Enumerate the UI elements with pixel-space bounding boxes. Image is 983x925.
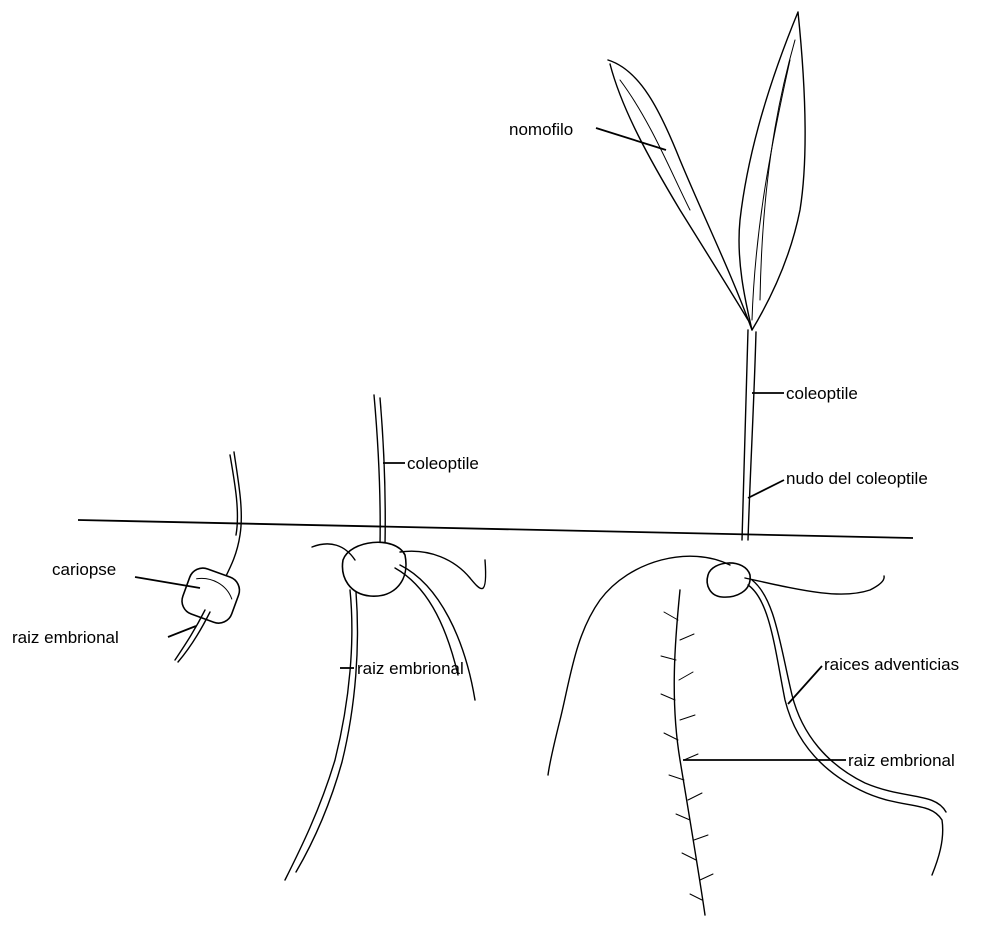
seedling-3-stem-edge [748, 332, 756, 540]
label-coleoptile-3: coleoptile [786, 384, 858, 403]
leader-nudo [748, 480, 784, 498]
seedling-2-root-right [400, 565, 475, 700]
label-nomofilo: nomofilo [509, 120, 573, 139]
seedling-3-nomofilo-leaf [608, 60, 752, 330]
label-coleoptile-2: coleoptile [407, 454, 479, 473]
seedling-2-root-main-edge [296, 592, 357, 872]
seedling-1-caryopsis [178, 564, 243, 627]
seedling-3-root-right-top [745, 576, 884, 594]
leader-raices-adventicias [788, 666, 822, 704]
seedling-3-root-embryonic [674, 590, 705, 915]
label-nudo-coleoptile: nudo del coleoptile [786, 469, 928, 488]
seedling-3-stem [742, 330, 748, 540]
seedling-2-root-right-top [400, 551, 486, 588]
soil-line [78, 520, 913, 538]
label-cariopse: cariopse [52, 560, 116, 579]
leader-raiz-embrional-1 [168, 626, 196, 637]
seedling-2-root-main [285, 590, 352, 880]
label-raiz-embrional-1: raiz embrional [12, 628, 119, 647]
label-raices-adventicias: raices adventicias [824, 655, 959, 674]
seedling-3-caryopsis [707, 563, 750, 597]
seedling-3-root-left [548, 556, 730, 775]
label-raiz-embrional-2: raiz embrional [357, 659, 464, 678]
seedling-3 [548, 12, 946, 915]
label-raiz-embrional-3: raiz embrional [848, 751, 955, 770]
seedling-3-leaf-blade [739, 12, 805, 330]
seedling-2-coleoptile [374, 395, 380, 545]
seedling-1-root [175, 610, 205, 660]
